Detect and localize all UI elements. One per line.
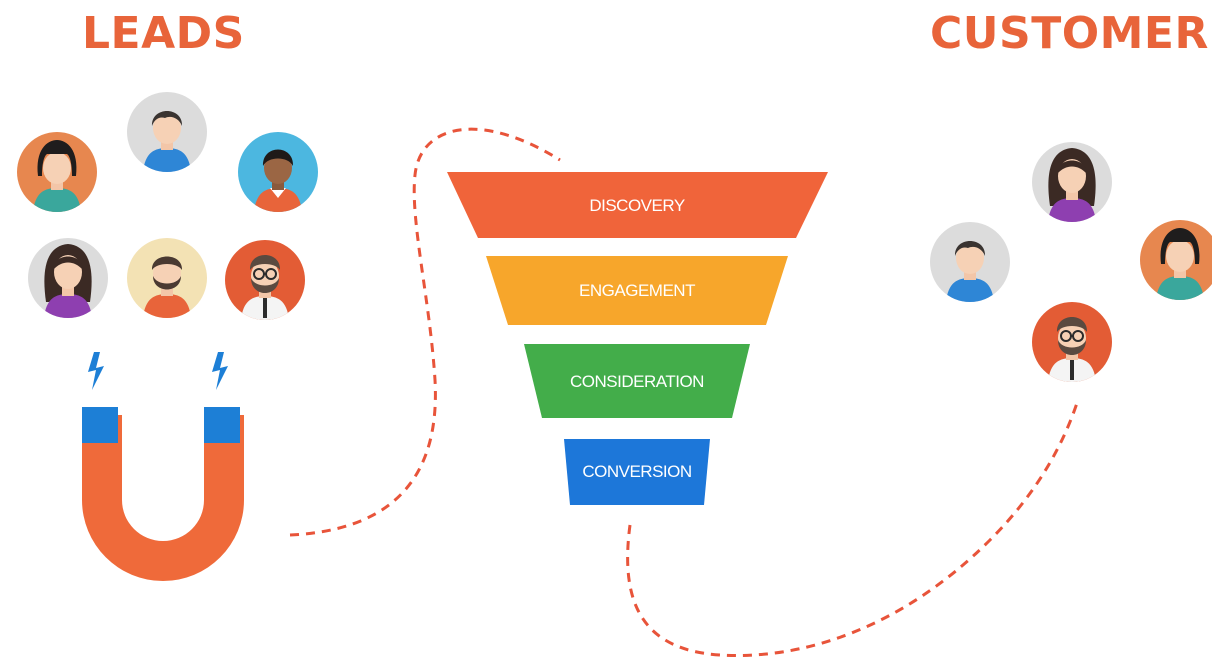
dashed-path-leads-to-funnel bbox=[289, 127, 561, 537]
person-avatar-icon bbox=[1032, 142, 1112, 222]
funnel-stage-engagement bbox=[486, 256, 788, 325]
customers-avatars bbox=[930, 142, 1212, 382]
funnel-stage-consideration bbox=[524, 344, 750, 418]
funnel-stage-conversion bbox=[564, 439, 710, 505]
leads-heading: LEADS bbox=[82, 8, 245, 59]
funnel-stage-discovery bbox=[447, 172, 828, 238]
lightning-icon bbox=[212, 352, 228, 390]
person-avatar-icon bbox=[127, 238, 207, 318]
person-avatar-icon bbox=[28, 238, 108, 318]
leads-avatars bbox=[17, 92, 318, 320]
person-avatar-icon bbox=[1140, 220, 1212, 300]
funnel-stage-label: ENGAGEMENT bbox=[579, 281, 695, 300]
person-avatar-icon bbox=[930, 222, 1010, 302]
person-avatar-icon bbox=[238, 132, 318, 212]
magnet-icon bbox=[82, 407, 244, 581]
person-avatar-icon bbox=[1032, 302, 1112, 382]
dashed-path-funnel-to-customers bbox=[626, 399, 1080, 658]
funnel: DISCOVERY ENGAGEMENT CONSIDERATION CONVE… bbox=[447, 172, 828, 505]
customers-heading: CUSTOMERS bbox=[930, 8, 1212, 59]
funnel-stage-label: DISCOVERY bbox=[589, 196, 684, 215]
person-avatar-icon bbox=[17, 132, 97, 212]
person-avatar-icon bbox=[127, 92, 207, 172]
person-avatar-icon bbox=[225, 240, 305, 320]
funnel-stage-label: CONSIDERATION bbox=[570, 372, 704, 391]
lightning-icon bbox=[88, 352, 104, 390]
funnel-stage-label: CONVERSION bbox=[582, 462, 691, 481]
